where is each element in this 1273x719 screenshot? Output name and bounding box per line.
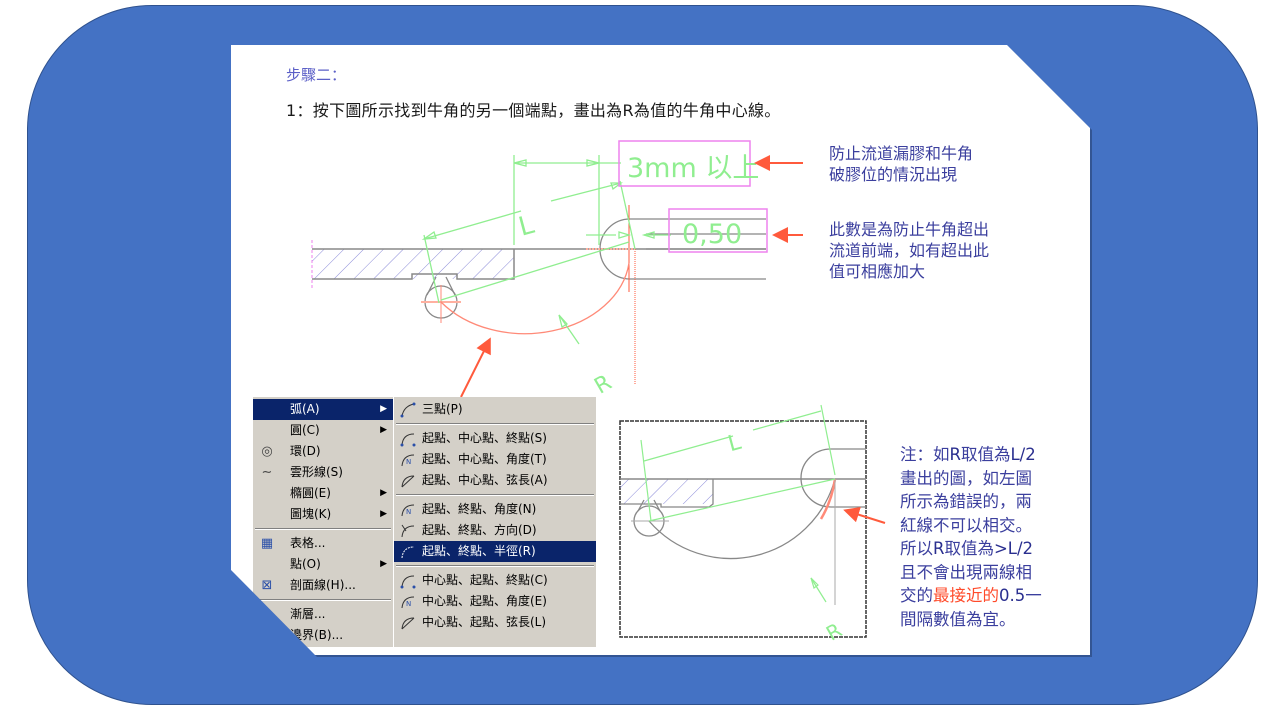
side-note-line-5: 所以R取值為>L/2 bbox=[900, 539, 1034, 558]
note-line: 流道前端，如有超出此 bbox=[829, 241, 990, 260]
step-title: 步驟二： bbox=[286, 66, 347, 84]
dim-box-050-text: 0,50 bbox=[682, 219, 742, 250]
submenu-arrow-icon: ▶ bbox=[380, 509, 387, 519]
side-note-line-4: 紅線不可以相交。 bbox=[900, 515, 1032, 535]
note-leak-prevention: 防止流道漏膠和牛角 破膠位的情況出現 bbox=[829, 143, 973, 185]
draw-menu: 弧(A) ▶ 圓(C) ▶ ◎ 環(D) ∼ 雲形線(S) 橢圓(E) ▶ 圖塊… bbox=[253, 397, 394, 647]
side-note-line-2: 畫出的圖，如左圖 bbox=[900, 468, 1032, 488]
side-note-line-8: 間隔數值為宜。 bbox=[900, 609, 1016, 629]
side-note: 注：如R取值為L/2 畫出的圖，如左圖 所示為錯誤的，兩 紅線不可以相交。 所以… bbox=[900, 443, 1042, 631]
svg-text:N: N bbox=[406, 508, 411, 516]
submenu-item-center-start-length[interactable]: 中心點、起點、弦長(L) bbox=[394, 612, 596, 633]
arc-cse-icon bbox=[400, 575, 416, 589]
dim-label-R: R bbox=[590, 370, 616, 399]
inset-red-arrow bbox=[843, 506, 886, 524]
submenu-item-start-end-angle[interactable]: N 起點、終點、角度(N) bbox=[394, 499, 596, 520]
submenu-item-start-center-length[interactable]: 起點、中心點、弦長(A) bbox=[394, 470, 596, 491]
table-icon: ▦ bbox=[260, 536, 274, 551]
submenu-item-start-center-end[interactable]: 起點、中心點、終點(S) bbox=[394, 428, 596, 449]
side-note-line-7: 交的最接近的0.5一 bbox=[900, 586, 1042, 605]
submenu-item-center-start-angle[interactable]: N 中心點、起點、角度(E) bbox=[394, 591, 596, 612]
spline-icon: ∼ bbox=[261, 465, 273, 480]
note-overshoot: 此數是為防止牛角超出 流道前端，如有超出此 值可相應加大 bbox=[829, 219, 989, 282]
arc-sca-icon: N bbox=[401, 454, 415, 467]
side-note-line-6: 且不會出現兩線相 bbox=[900, 562, 1032, 582]
menu-separator bbox=[396, 494, 594, 496]
submenu-item-start-center-angle[interactable]: N 起點、中心點、角度(T) bbox=[394, 449, 596, 470]
note-line: 防止流道漏膠和牛角 bbox=[829, 144, 974, 163]
submenu-arrow-icon: ▶ bbox=[380, 404, 387, 414]
menu-item-boundary[interactable]: 邊界(B)... bbox=[290, 628, 344, 642]
menu-item-table[interactable]: ▦ 表格... bbox=[260, 536, 326, 551]
donut-icon: ◎ bbox=[261, 444, 273, 459]
menu-item-arc[interactable]: 弧(A) ▶ bbox=[253, 399, 393, 420]
arc-sed-icon bbox=[401, 524, 415, 538]
submenu-item-3point[interactable]: 三點(P) bbox=[394, 399, 596, 420]
submenu-item-start-end-radius[interactable]: 起點、終點、半徑(R) bbox=[394, 541, 596, 562]
menu-item-circle[interactable]: 圓(C) ▶ bbox=[253, 420, 393, 441]
arc-sea-icon: N bbox=[401, 504, 415, 517]
arc-ser-icon bbox=[401, 546, 415, 559]
svg-text:N: N bbox=[406, 600, 411, 608]
submenu-item-center-start-end[interactable]: 中心點、起點、終點(C) bbox=[394, 570, 596, 591]
submenu-arrow-icon: ▶ bbox=[380, 488, 387, 498]
menu-item-ellipse[interactable]: 橢圓(E) ▶ bbox=[253, 483, 393, 504]
submenu-arrow-icon: ▶ bbox=[380, 425, 387, 435]
menu-item-donut[interactable]: ◎ 環(D) bbox=[253, 441, 393, 462]
side-note-line-3: 所示為錯誤的，兩 bbox=[900, 492, 1032, 511]
inset-diagram: L R bbox=[619, 404, 886, 646]
side-note-line-1: 注：如R取值為L/2 bbox=[900, 445, 1036, 464]
dim-label-L: L bbox=[516, 210, 538, 243]
menu-item-spline[interactable]: ∼ 雲形線(S) bbox=[253, 462, 393, 483]
dim-box-3mm bbox=[618, 140, 751, 187]
menu-separator bbox=[255, 599, 391, 601]
arc-3point-icon bbox=[400, 402, 416, 418]
slide-card: 步驟二： 1：按下圖所示找到牛角的另一個端點，畫出為R為值的牛角中心線。 bbox=[231, 45, 1090, 655]
note-line: 此數是為防止牛角超出 bbox=[829, 220, 990, 239]
dim-box-3mm-text: 3mm 以上 bbox=[627, 153, 759, 184]
arc-csa-icon: N bbox=[401, 596, 415, 609]
submenu-arrow-icon: ▶ bbox=[380, 559, 387, 569]
note-line: 值可相應加大 bbox=[829, 262, 926, 281]
hatch-icon: ⊠ bbox=[261, 578, 273, 593]
dimension-lines bbox=[421, 155, 671, 345]
menu-item-hatch[interactable]: ⊠ 剖面線(H)... bbox=[253, 575, 393, 596]
submenu-item-start-end-direction[interactable]: 起點、終點、方向(D) bbox=[394, 520, 596, 541]
red-arrow-3 bbox=[460, 337, 491, 398]
menu-separator bbox=[396, 565, 594, 567]
menu-item-gradient[interactable]: 漸層... bbox=[290, 607, 326, 621]
menu-item-block[interactable]: 圖塊(K) ▶ bbox=[253, 504, 393, 525]
hatched-plate bbox=[311, 240, 766, 288]
main-cad-diagram: L R 3mm 以上 0,50 bbox=[311, 140, 886, 646]
svg-text:N: N bbox=[406, 458, 411, 466]
menu-separator bbox=[396, 423, 594, 425]
arc-csl-icon bbox=[401, 617, 415, 630]
arc-scl-icon bbox=[401, 475, 415, 488]
note-line: 破膠位的情況出現 bbox=[829, 165, 958, 184]
dim-box-050 bbox=[668, 208, 768, 253]
highlight-text: 最接近的 bbox=[933, 586, 999, 605]
instruction-text: 1：按下圖所示找到牛角的另一個端點，畫出為R為值的牛角中心線。 bbox=[286, 101, 781, 120]
menu-separator bbox=[255, 528, 391, 530]
arc-sce-icon bbox=[400, 433, 416, 447]
arc-submenu: 三點(P) 起點、中心點、終點(S) N 起點、中心點、角度(T) 起點、中心點… bbox=[393, 397, 596, 647]
menu-item-point[interactable]: 點(O) ▶ bbox=[253, 554, 393, 575]
